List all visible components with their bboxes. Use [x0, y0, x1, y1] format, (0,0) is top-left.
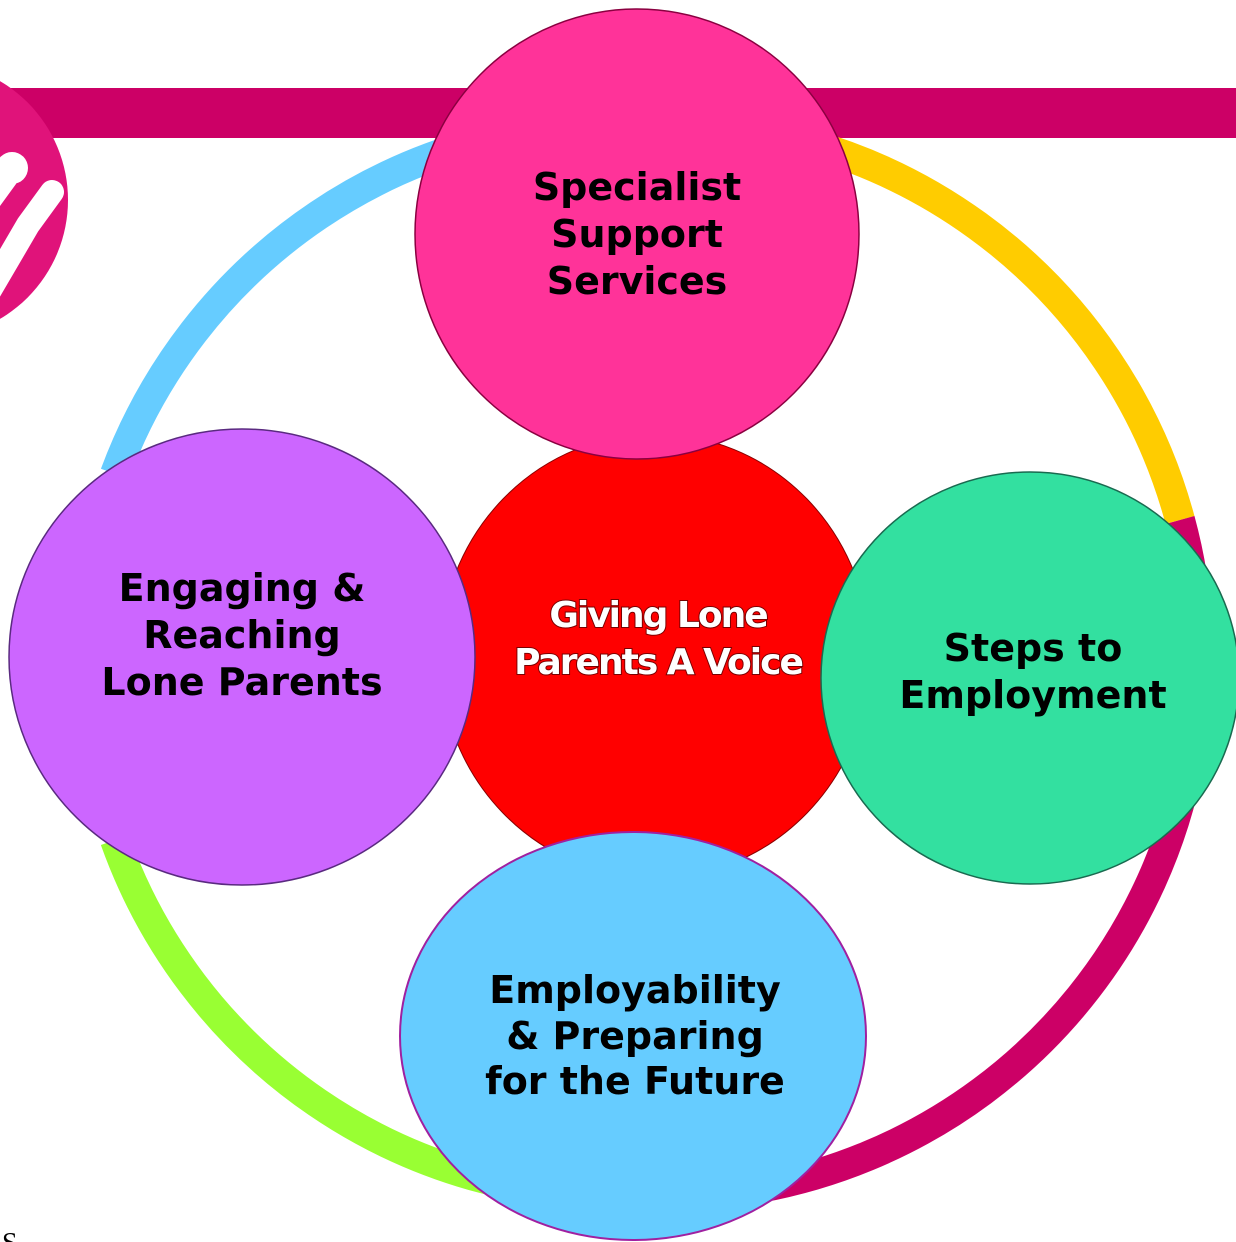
right-node-circle: [820, 471, 1236, 885]
right-node-label-line2: Employment: [899, 673, 1166, 717]
bottom-node: Employability & Preparing for the Future: [399, 831, 867, 1241]
bottom-node-label-line3: for the Future: [485, 1059, 785, 1103]
left-node-label-line1: Engaging &: [119, 566, 366, 610]
right-node-label-line1: Steps to: [944, 626, 1123, 670]
top-node-label-line3: Services: [547, 259, 728, 303]
center-text-line2: Parents A Voice: [514, 642, 802, 683]
left-node-label-line3: Lone Parents: [101, 660, 382, 704]
left-node: Engaging & Reaching Lone Parents: [8, 428, 476, 886]
logo-icon: [0, 81, 68, 319]
bottom-node-label-line2: & Preparing: [506, 1014, 764, 1058]
bottom-node-circle: [399, 831, 867, 1241]
top-node-label-line2: Support: [551, 212, 723, 256]
center-node: Giving Lone Parents A Voice: [439, 433, 871, 879]
center-text-line1: Giving Lone: [549, 595, 767, 636]
top-node-circle: [414, 8, 860, 460]
bottom-node-label-line1: Employability: [489, 968, 781, 1012]
left-node-circle: [8, 428, 476, 886]
left-node-label-line2: Reaching: [143, 613, 341, 657]
footer-text: S: [2, 1228, 18, 1242]
top-node: Specialist Support Services: [414, 8, 860, 460]
top-node-label-line1: Specialist: [533, 165, 741, 209]
right-node: Steps to Employment: [820, 471, 1236, 885]
